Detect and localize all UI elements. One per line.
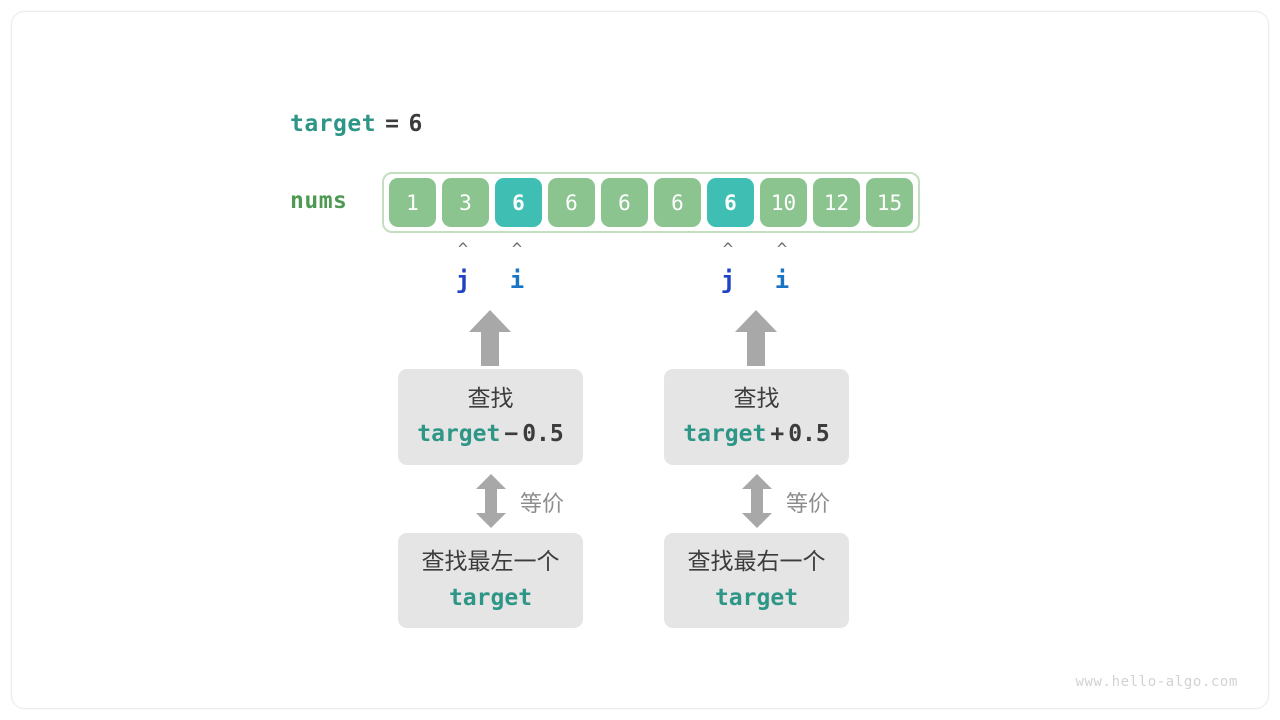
array-cell: 10 — [760, 178, 807, 227]
caret-icon-left-i: ^ — [511, 240, 523, 260]
box-line-label: 查找最左一个 — [421, 549, 560, 576]
box-search-target-minus: 查找 target−0.5 — [398, 369, 583, 465]
equiv-label-right: 等价 — [786, 492, 831, 517]
equals-operator: = — [385, 111, 400, 137]
box-line-label: 查找 — [467, 385, 514, 412]
box-line-label: 查找最右一个 — [687, 549, 826, 576]
box-expression: target — [449, 583, 532, 614]
array-cell-highlighted: 6 — [707, 178, 754, 227]
pointer-label-left-i: i — [509, 266, 525, 294]
expr-keyword: target — [714, 584, 799, 611]
target-value: 6 — [408, 111, 423, 137]
box-expression: target+0.5 — [683, 419, 830, 450]
array-cell: 12 — [813, 178, 860, 227]
array-cell: 15 — [866, 178, 913, 227]
target-expression: target = 6 — [290, 111, 423, 137]
expr-sign: − — [504, 421, 519, 447]
pointer-label-right-j: j — [720, 266, 736, 294]
up-arrow-icon-left — [469, 310, 511, 366]
array-label: nums — [290, 188, 348, 214]
array-cell-highlighted: 6 — [495, 178, 542, 227]
watermark: www.hello-algo.com — [1075, 674, 1238, 690]
double-arrow-icon-left — [476, 474, 506, 528]
pointer-label-right-i: i — [774, 266, 790, 294]
array-cell: 6 — [601, 178, 648, 227]
array-container: 1 3 6 6 6 6 6 10 12 15 — [382, 172, 920, 233]
box-line-label: 查找 — [733, 385, 780, 412]
caret-icon-right-i: ^ — [776, 240, 788, 260]
target-keyword: target — [290, 111, 377, 137]
expr-sign: + — [770, 421, 785, 447]
expr-keyword: target — [683, 421, 767, 447]
caret-icon-right-j: ^ — [722, 240, 734, 260]
expr-operand: 0.5 — [788, 421, 830, 447]
up-arrow-icon-right — [735, 310, 777, 366]
array-cell: 6 — [654, 178, 701, 227]
box-leftmost-target: 查找最左一个 target — [398, 533, 583, 628]
expr-keyword: target — [448, 584, 533, 611]
pointer-label-left-j: j — [455, 266, 471, 294]
equiv-label-left: 等价 — [520, 492, 565, 517]
box-rightmost-target: 查找最右一个 target — [664, 533, 849, 628]
box-search-target-plus: 查找 target+0.5 — [664, 369, 849, 465]
array-cell: 1 — [389, 178, 436, 227]
expr-keyword: target — [417, 421, 501, 447]
caret-icon-left-j: ^ — [457, 240, 469, 260]
box-expression: target — [715, 583, 798, 614]
double-arrow-icon-right — [742, 474, 772, 528]
array-cell: 3 — [442, 178, 489, 227]
array-cell: 6 — [548, 178, 595, 227]
page-frame — [11, 11, 1269, 709]
expr-operand: 0.5 — [522, 421, 564, 447]
box-expression: target−0.5 — [417, 419, 564, 450]
